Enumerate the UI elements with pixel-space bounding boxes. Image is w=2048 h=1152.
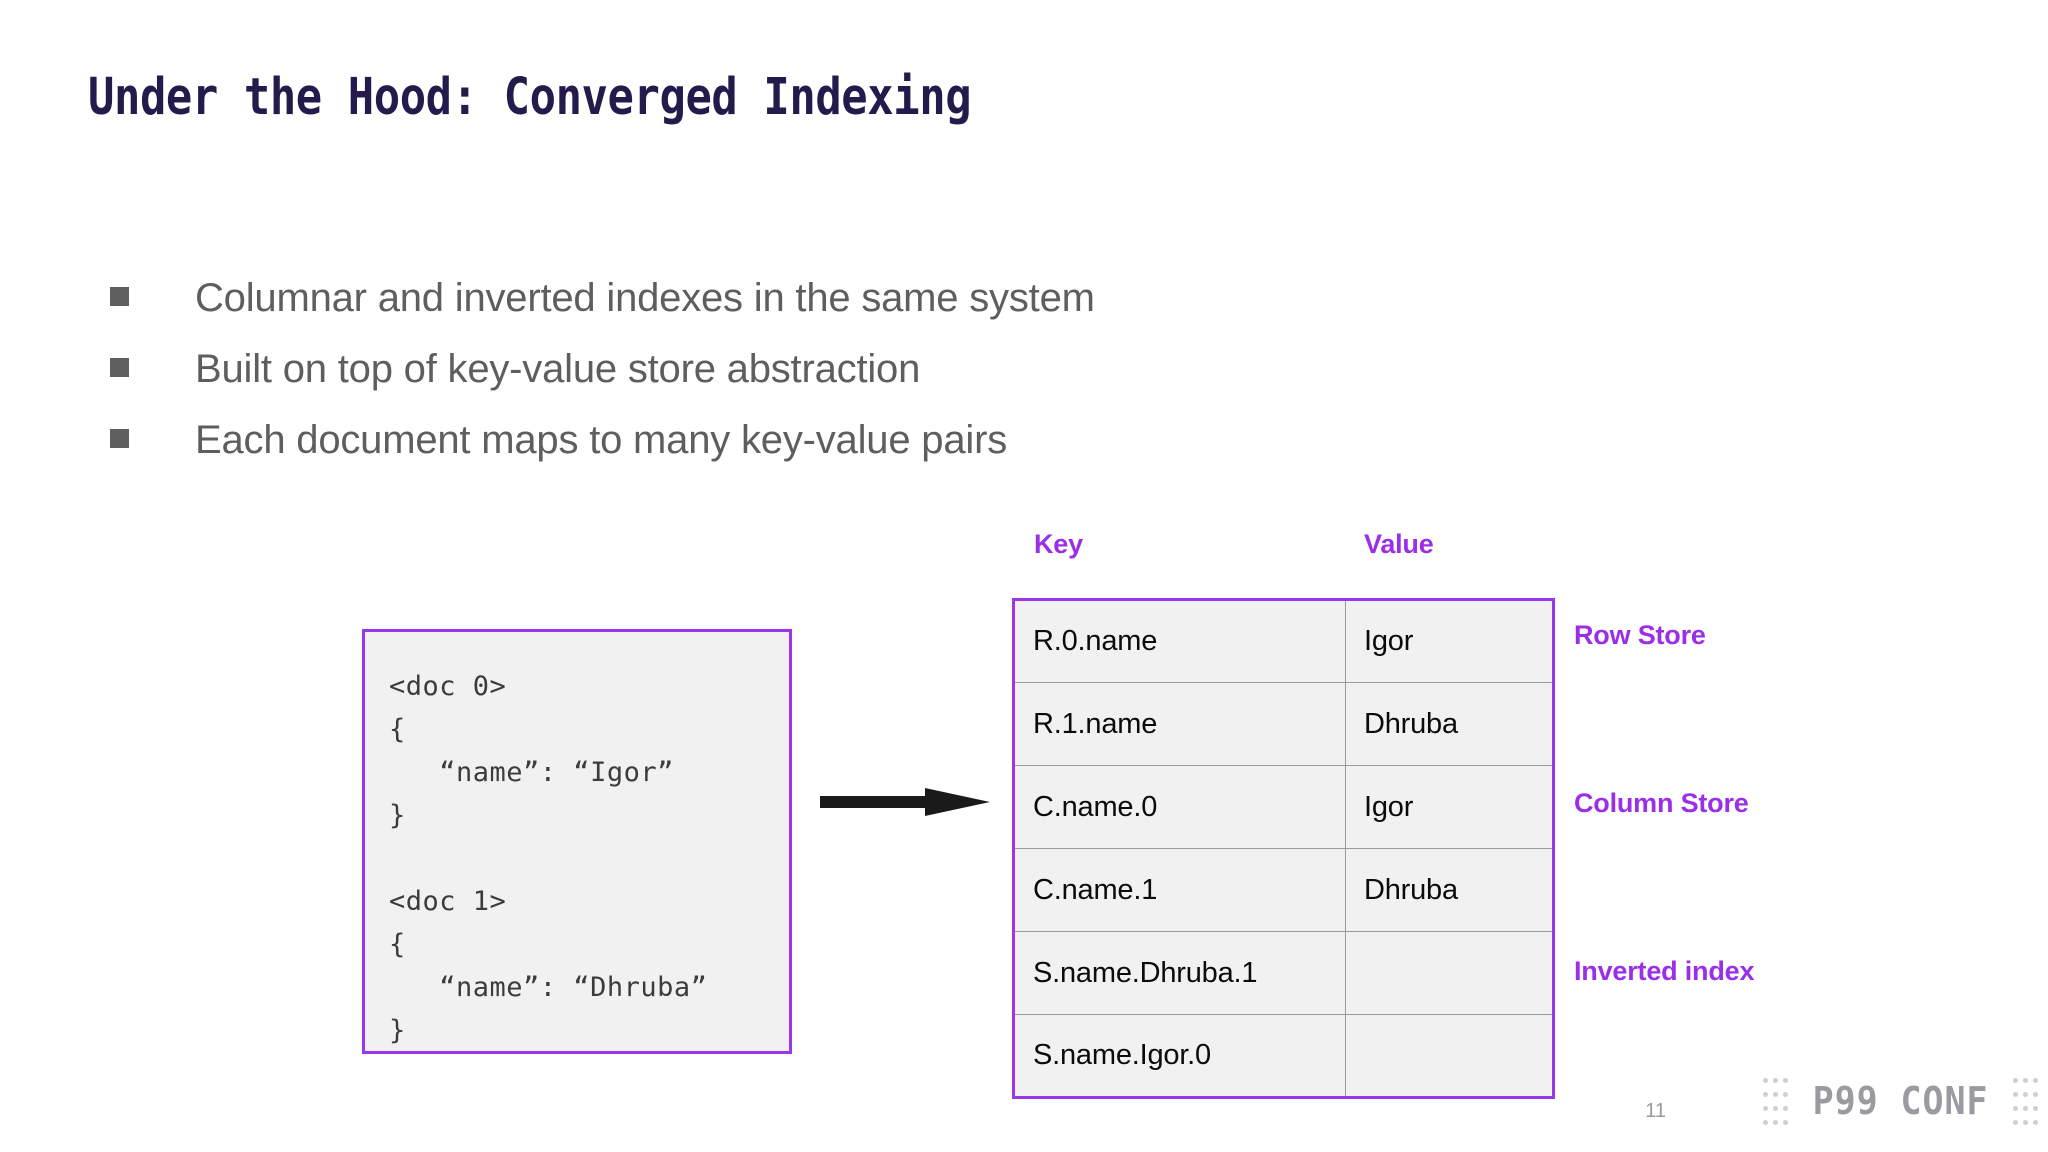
dot-grid-icon — [1761, 1073, 1791, 1129]
code-line: <doc 1> — [389, 886, 507, 917]
bullet-text: Each document maps to many key-value pai… — [195, 418, 1007, 462]
document-code-box: <doc 0> { “name”: “Igor” } <doc 1> { “na… — [362, 629, 792, 1054]
code-line: { — [389, 929, 406, 960]
key-value-table: R.0.name Igor R.1.name Dhruba C.name.0 I… — [1012, 598, 1555, 1099]
table-row: S.name.Dhruba.1 — [1013, 931, 1554, 1015]
table-row: C.name.1 Dhruba — [1013, 848, 1554, 932]
cell-value: Igor — [1345, 765, 1554, 849]
slide-number: 11 — [1645, 1100, 1666, 1122]
table-row: S.name.Igor.0 — [1013, 1014, 1554, 1098]
code-line: } — [389, 800, 406, 831]
table-row: C.name.0 Igor — [1013, 765, 1554, 849]
cell-value: Igor — [1345, 599, 1554, 683]
code-line: <doc 0> — [389, 671, 507, 702]
code-line: “name”: “Igor” — [389, 757, 674, 788]
bullet-list: Columnar and inverted indexes in the sam… — [110, 278, 1410, 491]
table-row: R.0.name Igor — [1013, 599, 1554, 683]
bullet-text: Built on top of key-value store abstract… — [195, 347, 921, 391]
brand-name: P99 CONF — [1812, 1079, 1989, 1123]
table-row: R.1.name Dhruba — [1013, 682, 1554, 766]
cell-value: Dhruba — [1345, 848, 1554, 932]
cell-value — [1345, 931, 1554, 1015]
brand-watermark: P99 CONF — [1761, 1066, 2040, 1136]
code-line: “name”: “Dhruba” — [389, 972, 708, 1003]
bullet-text: Columnar and inverted indexes in the sam… — [195, 276, 1095, 320]
cell-key: R.1.name — [1013, 682, 1346, 766]
right-arrow-icon — [820, 788, 990, 816]
page-title: Under the Hood: Converged Indexing — [88, 68, 972, 127]
annotation-row-store: Row Store — [1574, 620, 1706, 650]
column-header-key: Key — [1034, 529, 1083, 559]
code-blank-line — [389, 837, 789, 880]
square-bullet-icon — [110, 429, 129, 448]
cell-key: S.name.Dhruba.1 — [1013, 931, 1346, 1015]
cell-key: C.name.0 — [1013, 765, 1346, 849]
cell-key: R.0.name — [1013, 599, 1346, 683]
cell-key: S.name.Igor.0 — [1013, 1014, 1346, 1098]
cell-key: C.name.1 — [1013, 848, 1346, 932]
column-header-value: Value — [1364, 529, 1434, 559]
annotation-inverted-index: Inverted index — [1574, 956, 1755, 986]
cell-value: Dhruba — [1345, 682, 1554, 766]
dot-grid-icon — [2010, 1073, 2040, 1129]
square-bullet-icon — [110, 358, 129, 377]
annotation-column-store: Column Store — [1574, 788, 1749, 818]
code-line: { — [389, 714, 406, 745]
list-item: Each document maps to many key-value pai… — [110, 420, 1410, 491]
list-item: Columnar and inverted indexes in the sam… — [110, 278, 1410, 349]
kv-table-headers: Key Value — [1034, 529, 1594, 569]
list-item: Built on top of key-value store abstract… — [110, 349, 1410, 420]
square-bullet-icon — [110, 287, 129, 306]
cell-value — [1345, 1014, 1554, 1098]
code-line: } — [389, 1015, 406, 1046]
